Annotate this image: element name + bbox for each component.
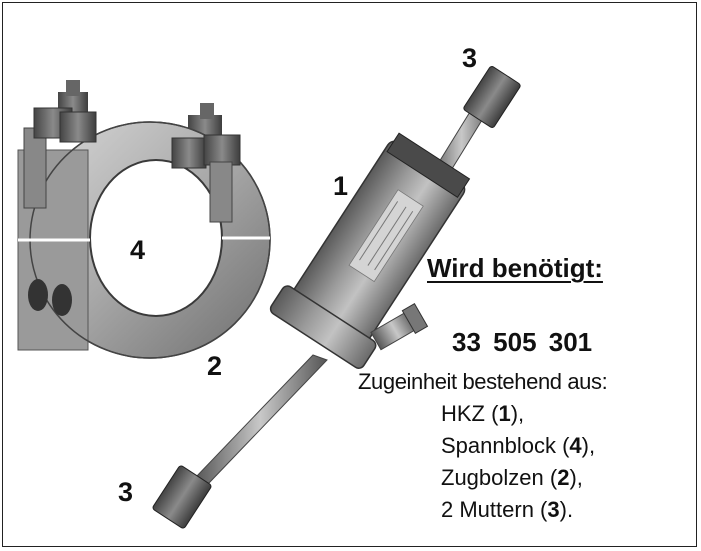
- component-label: 2 Muttern (: [441, 497, 548, 522]
- component-list: HKZ (1), Spannblock (4), Zugbolzen (2), …: [441, 401, 595, 529]
- component-label: Zugbolzen (: [441, 465, 558, 490]
- callout-clamp-block: 4: [130, 235, 146, 265]
- component-item: Spannblock (4),: [441, 433, 595, 465]
- callout-nut-bottom: 3: [118, 477, 134, 507]
- component-item: 2 Muttern (3).: [441, 497, 595, 529]
- callout-bolt: 2: [207, 351, 223, 381]
- component-ref: 3: [547, 497, 560, 522]
- component-label: Spannblock (: [441, 433, 570, 458]
- component-ref: 4: [569, 433, 582, 458]
- component-label: HKZ (: [441, 401, 499, 426]
- component-suffix: ),: [569, 465, 583, 490]
- component-suffix: ).: [559, 497, 574, 522]
- component-item: Zugbolzen (2),: [441, 465, 595, 497]
- part-number: 33 505 301: [452, 327, 593, 357]
- clamp-block-image: [17, 80, 271, 359]
- callout-nut-top: 3: [462, 43, 478, 73]
- component-item: HKZ (1),: [441, 401, 595, 433]
- callout-cylinder: 1: [333, 171, 349, 201]
- component-suffix: ),: [510, 401, 525, 426]
- hydraulic-cylinder-image: [152, 66, 521, 529]
- unit-description: Zugeinheit bestehend aus:: [358, 369, 608, 394]
- component-ref: 1: [498, 401, 511, 426]
- component-suffix: ),: [581, 433, 596, 458]
- component-ref: 2: [557, 465, 570, 490]
- requirement-heading: Wird benötigt:: [427, 253, 603, 283]
